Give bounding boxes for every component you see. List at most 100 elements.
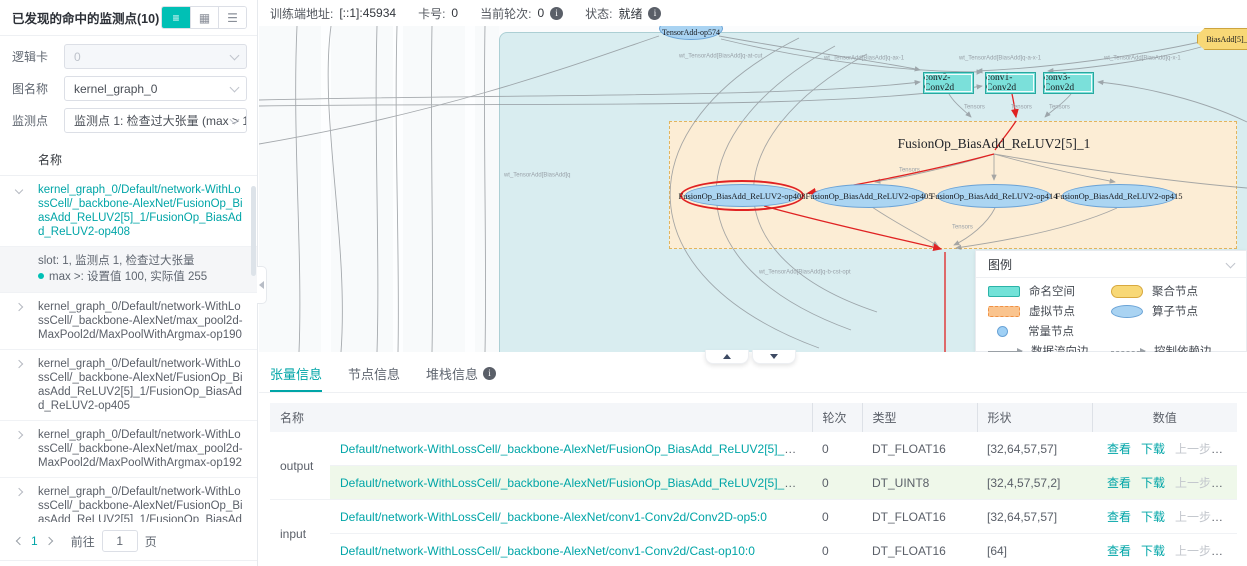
- operator-node[interactable]: FusionOp_BiasAdd_ReLUV2-op415: [1055, 184, 1183, 208]
- training-topbar: 训练端地址:[::1]:45934 卡号:0 当前轮次:0 状态:就绪: [259, 0, 1247, 26]
- chevron-right-icon[interactable]: [14, 302, 24, 312]
- list-view-toggle[interactable]: ≡: [162, 7, 190, 28]
- card-label: 卡号:: [418, 6, 446, 21]
- goto-suffix: 页: [144, 534, 157, 549]
- tab-tensor-info[interactable]: 张量信息: [270, 364, 323, 392]
- download-link[interactable]: 下载: [1141, 544, 1166, 558]
- list-item[interactable]: kernel_graph_0/Default/network-WithLossC…: [0, 293, 257, 350]
- goto-page-input[interactable]: [101, 530, 138, 552]
- chevron-down-icon: [1225, 258, 1236, 268]
- status-value: 就绪: [618, 6, 643, 21]
- edge-label: wt_TensorAdd[BiasAdd]q-x-1: [1104, 55, 1181, 61]
- chevron-right-icon[interactable]: [14, 359, 24, 369]
- tab-node-info[interactable]: 节点信息: [348, 367, 401, 382]
- graph-name-select[interactable]: kernel_graph_0: [64, 76, 247, 101]
- shape-cell: [32,64,57,57]: [977, 432, 1092, 466]
- conv-node[interactable]: conv1-Conv2d: [985, 72, 1036, 94]
- constant-swatch-icon: [997, 325, 1008, 337]
- edge-label: wt_TensorAdd[BiasAdd]q-b-cst-opt: [759, 269, 851, 275]
- operator-node[interactable]: FusionOp_BiasAdd_ReLUV2-op414: [930, 184, 1058, 208]
- edge-label: Tensors: [952, 224, 973, 230]
- page-number[interactable]: 1: [31, 534, 38, 548]
- chevron-down-icon: [229, 82, 240, 92]
- col-header-round: 轮次: [811, 403, 862, 432]
- list-item[interactable]: kernel_graph_0/Default/network-WithLossC…: [0, 421, 257, 478]
- round-cell: 0: [812, 465, 862, 500]
- graph-canvas[interactable]: FusionOp_BiasAdd_ReLUV2[5]_1 TensorAdd-o…: [259, 26, 1247, 352]
- list-item[interactable]: kernel_graph_0/Default/network-WithLossC…: [0, 478, 257, 522]
- download-link[interactable]: 下载: [1141, 476, 1166, 490]
- operator-swatch-icon: [1111, 304, 1143, 318]
- legend-title: 图例: [988, 258, 1013, 272]
- compare-link[interactable]: 上一步对比: [1175, 476, 1236, 490]
- info-icon[interactable]: [550, 6, 564, 20]
- list-header: 名称: [0, 142, 257, 176]
- conv-node[interactable]: conv2-Conv2d: [923, 72, 974, 94]
- view-link[interactable]: 查看: [1107, 442, 1132, 456]
- step-input-row: 确定: [0, 560, 257, 566]
- dataflow-edge-icon: [988, 348, 1023, 352]
- compare-link[interactable]: 上一步对比: [1175, 442, 1236, 456]
- graph-name-label: 图名称: [12, 82, 49, 96]
- edge-label: Tensors: [899, 167, 920, 173]
- grid-view-toggle[interactable]: ▦: [190, 7, 218, 28]
- tensor-name-link[interactable]: Default/network-WithLossCell/_backbone-A…: [340, 543, 755, 558]
- sidebar-title: 已发现的命中的监测点(10): [12, 12, 160, 26]
- tab-stack-info[interactable]: 堆栈信息: [426, 364, 497, 392]
- table-row: Default/network-WithLossCell/_backbone-A…: [270, 533, 1237, 566]
- legend-item-control: 控制依赖边: [1111, 342, 1234, 352]
- chevron-right-icon[interactable]: [14, 430, 24, 440]
- aggregate-node[interactable]: BiasAdd[5]_1: [1197, 28, 1247, 50]
- download-link[interactable]: 下载: [1141, 442, 1166, 456]
- conv-node[interactable]: conv3-Conv2d: [1043, 72, 1094, 94]
- pagination: 1 前往 页: [0, 522, 257, 560]
- info-tabs: 张量信息 节点信息 堆栈信息: [259, 352, 1247, 393]
- operator-node[interactable]: FusionOp_BiasAdd_ReLUV2-op405: [805, 184, 933, 208]
- prev-page-button[interactable]: [12, 536, 28, 546]
- chevron-down-icon: [229, 50, 240, 60]
- watchpoint-label: 监测点: [12, 114, 49, 128]
- goto-label: 前往: [70, 534, 95, 549]
- chevron-down-icon[interactable]: [14, 185, 24, 195]
- list-item[interactable]: kernel_graph_0/Default/network-WithLossC…: [0, 176, 257, 247]
- table-row: output Default/network-WithLossCell/_bac…: [270, 432, 1237, 500]
- expand-graph-button[interactable]: [705, 350, 749, 364]
- arrow-up-icon: [723, 354, 731, 359]
- graph-edges: [259, 26, 1247, 352]
- edge-label: wt_TensorAdd[BiasAdd]q-at-cut: [679, 53, 763, 59]
- sidebar-collapse-handle[interactable]: [257, 266, 267, 304]
- col-header-shape: 形状: [976, 403, 1092, 432]
- type-cell: DT_FLOAT16: [862, 533, 977, 566]
- view-link[interactable]: 查看: [1107, 510, 1132, 524]
- tensor-name-link[interactable]: Default/network-WithLossCell/_backbone-A…: [340, 475, 812, 490]
- fusion-namespace-title[interactable]: FusionOp_BiasAdd_ReLUV2[5]_1: [897, 136, 1091, 151]
- edge-label: Tensors: [964, 104, 985, 110]
- expand-table-button[interactable]: [752, 350, 796, 364]
- type-cell: DT_UINT8: [862, 465, 977, 500]
- view-link[interactable]: 查看: [1107, 544, 1132, 558]
- menu-view-toggle[interactable]: ☰: [218, 7, 246, 28]
- list-item[interactable]: kernel_graph_0/Default/network-WithLossC…: [0, 350, 257, 421]
- namespace-swatch-icon: [988, 285, 1020, 297]
- logic-card-select[interactable]: 0: [64, 44, 247, 69]
- compare-link[interactable]: 上一步对比: [1175, 510, 1236, 524]
- compare-link[interactable]: 上一步对比: [1175, 544, 1236, 558]
- info-icon[interactable]: [648, 6, 662, 20]
- edge-label: wt_TensorAdd[BiasAdd]q-ax-1: [824, 55, 905, 61]
- tensor-name-link[interactable]: Default/network-WithLossCell/_backbone-A…: [340, 509, 767, 524]
- operator-node[interactable]: FusionOp_BiasAdd_ReLUV2-op408: [678, 184, 806, 207]
- watchpoint-select[interactable]: 监测点 1: 检查过大张量 (max > 100): [64, 108, 247, 133]
- download-link[interactable]: 下载: [1141, 510, 1166, 524]
- view-link[interactable]: 查看: [1107, 476, 1132, 490]
- tensor-name-link[interactable]: Default/network-WithLossCell/_backbone-A…: [340, 441, 812, 456]
- list-view-icon: ≡: [172, 10, 180, 25]
- next-page-button[interactable]: [41, 536, 57, 546]
- col-header-value: 数值: [1091, 403, 1237, 432]
- chevron-right-icon[interactable]: [14, 487, 24, 497]
- legend-header[interactable]: 图例: [976, 251, 1246, 278]
- shape-cell: [32,64,57,57]: [977, 499, 1092, 534]
- io-group-label: output: [270, 432, 330, 500]
- round-cell: 0: [812, 432, 862, 466]
- scrollbar-thumb[interactable]: [251, 186, 256, 276]
- info-icon[interactable]: [483, 367, 497, 380]
